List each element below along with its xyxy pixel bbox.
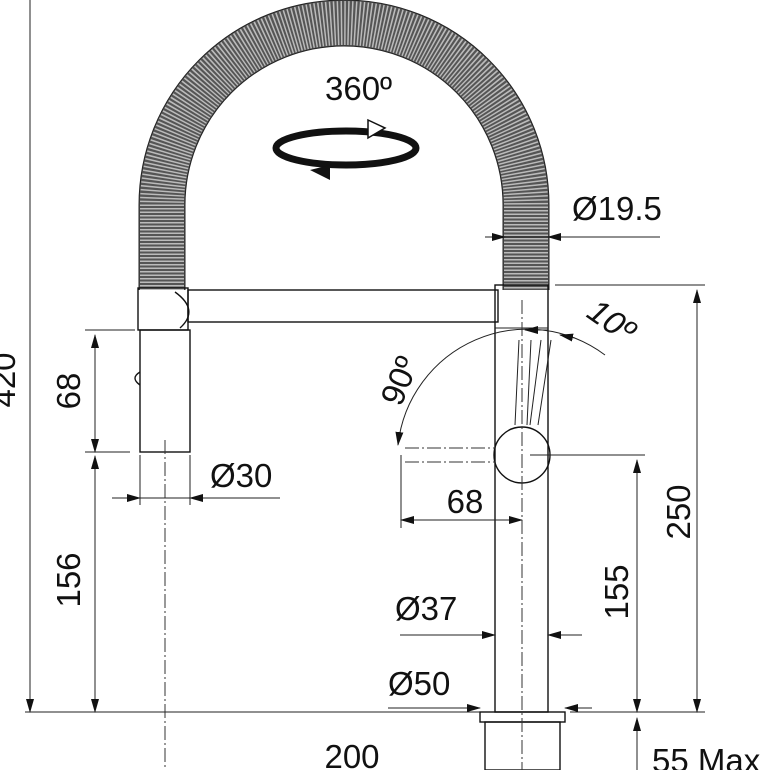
body-diameter-label: Ø37: [395, 590, 457, 627]
lever-height-label: 155: [598, 564, 635, 619]
pullout-length-label: 68: [50, 373, 87, 410]
base-diameter-label: Ø50: [388, 665, 450, 702]
hose-diameter-label: Ø19.5: [572, 190, 662, 227]
lever-length-label: 68: [447, 483, 484, 520]
lever-angle-90-label: 90º: [373, 351, 426, 410]
rotation-arrow-icon: [272, 118, 420, 180]
body-height-label: 250: [660, 484, 697, 539]
faucet-body: [405, 284, 566, 770]
reach-label: 200: [324, 738, 379, 770]
sprayhead-height-label: 156: [50, 552, 87, 607]
spout-arm: [134, 287, 499, 453]
sprayhead-diameter-label: Ø30: [210, 457, 272, 494]
hose: [138, 0, 550, 290]
total-height-label: 420: [0, 352, 22, 407]
max-deck-thickness-label: 55 Max: [652, 742, 761, 770]
rotation-label: 360º: [325, 70, 392, 107]
lever-angle-10-label: 10º: [581, 291, 644, 350]
